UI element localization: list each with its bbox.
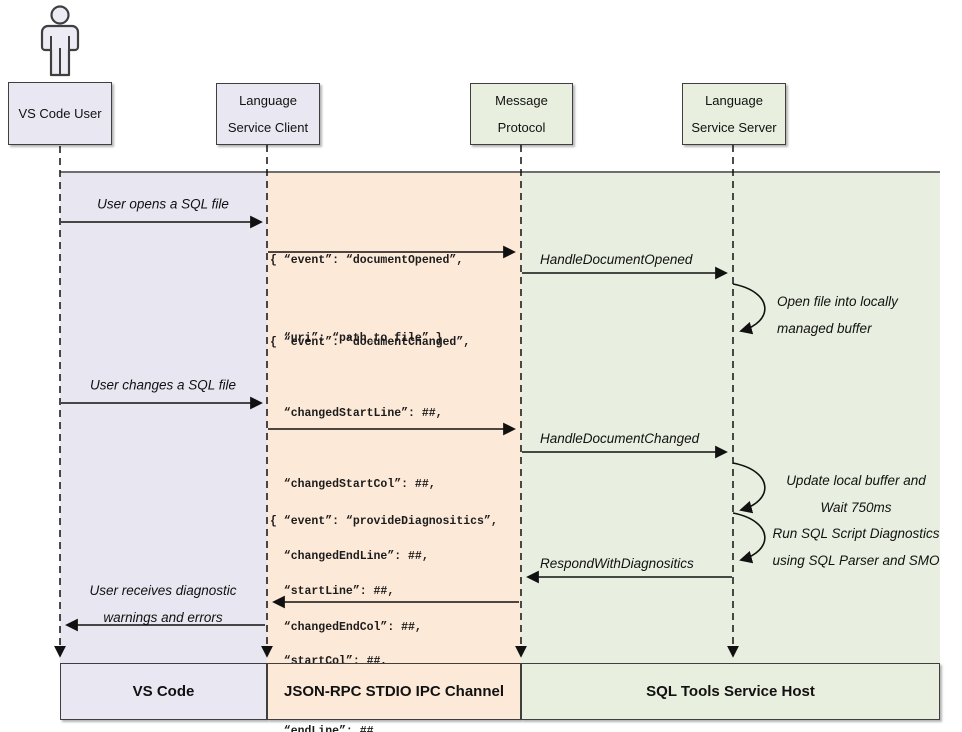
note-line: Update local buffer and: [786, 473, 926, 488]
lane-vscode: [60, 173, 267, 663]
label-user-opens-sql-file: User opens a SQL file: [97, 196, 229, 212]
lane-ipc-channel: [267, 173, 521, 663]
note-line: User receives diagnostic: [89, 583, 237, 598]
payload-line: “changedStartLine”: ##,: [270, 406, 443, 420]
footer-label: VS Code: [132, 683, 195, 700]
note-run-sql-diagnostics: Run SQL Script Diagnostics using SQL Par…: [770, 520, 942, 574]
payload-line: { “event”: “provideDiagnositics”,: [270, 514, 498, 528]
footer-box-json-rpc-channel: JSON-RPC STDIO IPC Channel: [267, 663, 521, 720]
payload-line: “uri”: “path_to_file” }: [270, 332, 443, 345]
payload-line: “endLine”: ##,: [270, 725, 381, 732]
payload-line: “startLine”: ##,: [270, 585, 395, 599]
user-actor-icon: [40, 5, 80, 77]
footer-label: SQL Tools Service Host: [646, 683, 815, 700]
note-line: managed buffer: [777, 321, 872, 336]
label-respond-with-diagnostics: RespondWithDiagnositics: [540, 556, 694, 571]
footer-label: JSON-RPC STDIO IPC Channel: [283, 683, 505, 700]
actor-box-vs-code-user: VS Code User: [8, 82, 112, 145]
json-payload-document-opened: { “event”: “documentOpened”, “uri”: “pat…: [270, 196, 463, 404]
actor-box-message-protocol: Message Protocol: [470, 83, 573, 145]
actor-box-language-service-server: Language Service Server: [682, 83, 786, 145]
note-update-local-buffer: Update local buffer and Wait 750ms: [770, 467, 942, 521]
actor-label: Protocol: [497, 120, 546, 135]
label-user-receives-diagnostics: User receives diagnostic warnings and er…: [89, 577, 236, 631]
actor-label: Language: [705, 93, 763, 108]
note-open-file-locally: Open file into locally managed buffer: [777, 288, 898, 342]
payload-line: “changedStartCol”: ##,: [270, 478, 436, 492]
payload-line: “changedEndLine”: ##,: [270, 549, 429, 563]
lane-service-host: [521, 173, 940, 663]
note-line: Run SQL Script Diagnostics: [772, 526, 940, 541]
footer-box-sql-tools-service-host: SQL Tools Service Host: [521, 663, 940, 720]
label-handle-document-opened: HandleDocumentOpened: [540, 252, 693, 267]
note-line: Wait 750ms: [820, 500, 892, 515]
actor-label: Message: [495, 93, 548, 108]
label-user-changes-sql-file: User changes a SQL file: [89, 377, 237, 393]
payload-line: “changedEndCol”: ##,: [270, 621, 422, 635]
note-line: Open file into locally: [777, 294, 898, 309]
note-line: using SQL Parser and SMO: [772, 553, 940, 568]
payload-line: { “event”: “documentChanged”,: [270, 335, 471, 349]
actor-label: Service Client: [227, 120, 309, 135]
payload-line: { “event”: “documentOpened”,: [270, 254, 464, 267]
actor-label: Service Server: [691, 120, 777, 135]
note-line: warnings and errors: [103, 610, 223, 625]
footer-box-vs-code: VS Code: [60, 663, 267, 720]
actor-box-language-service-client: Language Service Client: [216, 83, 320, 145]
actor-label: Language: [239, 93, 297, 108]
actor-label: VS Code User: [18, 106, 102, 121]
label-handle-document-changed: HandleDocumentChanged: [540, 431, 700, 446]
